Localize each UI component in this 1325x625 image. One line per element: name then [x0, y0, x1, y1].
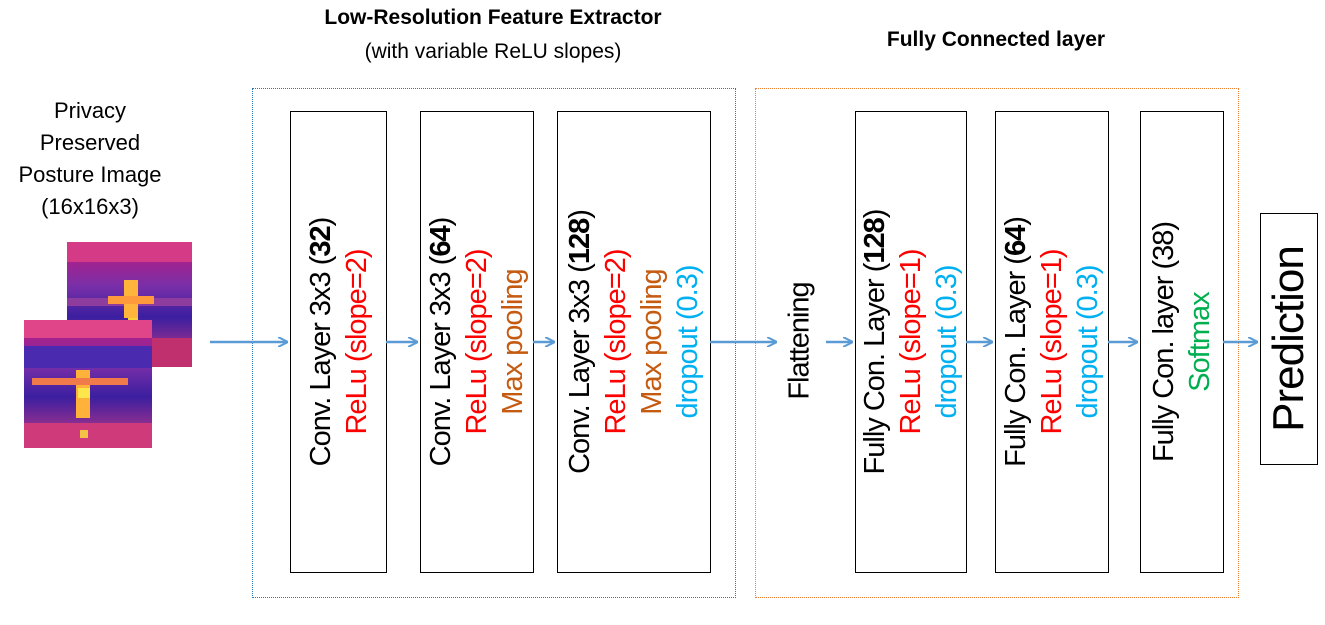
input-label-line: Posture Image — [18, 162, 162, 187]
fc-layer-2: Fully Con. Layer (64) ReLu (slope=1) dro… — [995, 111, 1109, 573]
extractor-subtitle: (with variable ReLU slopes) — [364, 40, 622, 63]
prediction-box: Prediction — [1260, 213, 1318, 465]
extractor-title: Low-Resolution Feature Extractor — [324, 6, 662, 29]
input-image-label: Privacy Preserved Posture Image (16x16x3… — [0, 95, 180, 223]
conv-layer-3: Conv. Layer 3x3 (128) ReLu (slope=2) Max… — [557, 111, 711, 573]
thermal-posture-images — [24, 242, 192, 448]
conv-layer-2: Conv. Layer 3x3 (64) ReLu (slope=2) Max … — [420, 111, 534, 573]
conv-layer-1: Conv. Layer 3x3 (32) ReLu (slope=2) — [290, 111, 387, 573]
input-label-line: Preserved — [39, 130, 141, 155]
fc-layer-1: Fully Con. Layer (128) ReLu (slope=1) dr… — [855, 111, 967, 573]
fc-layer-3: Fully Con. layer (38) Softmax — [1140, 111, 1224, 573]
thermal-image-front — [24, 320, 152, 448]
input-label-line: Privacy — [53, 98, 127, 123]
input-label-line: (16x16x3) — [41, 194, 139, 219]
fc-title: Fully Connected layer — [886, 28, 1106, 51]
